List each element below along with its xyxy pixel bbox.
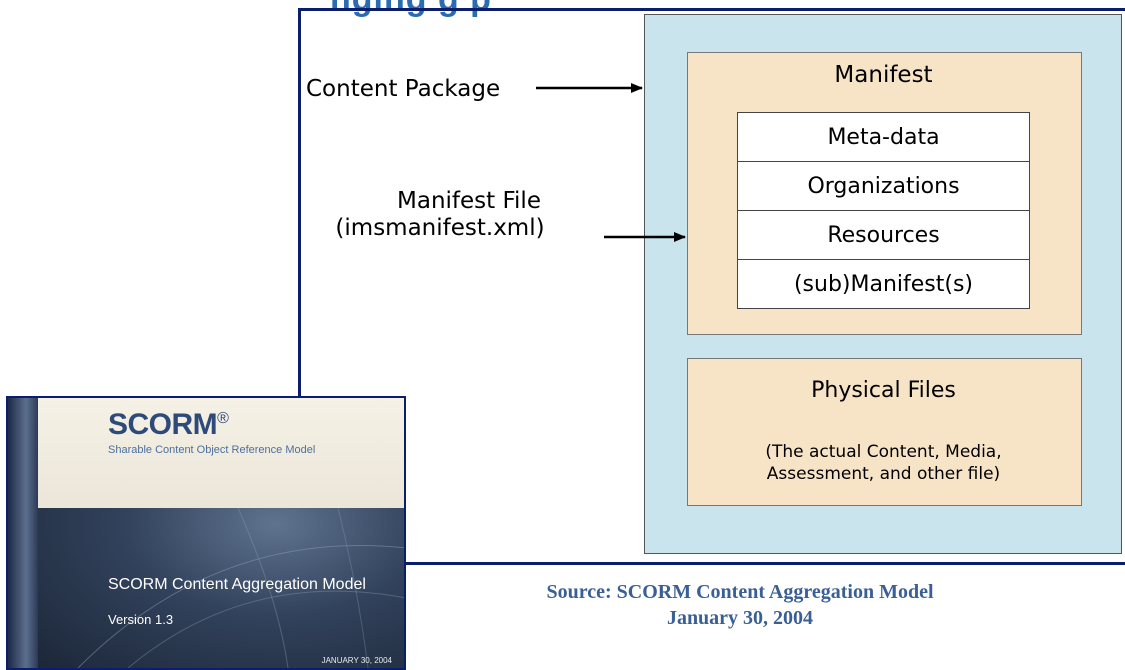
cover-brand-mark: ® <box>217 410 229 427</box>
content-package-label: Content Package <box>306 76 501 102</box>
manifest-table: Meta-data Organizations Resources (sub)M… <box>737 112 1030 309</box>
manifest-file-label: Manifest File (imsmanifest.xml) <box>330 188 630 242</box>
physical-files-desc-line2: Assessment, and other file) <box>766 464 1001 484</box>
cover-brand-text: SCORM <box>108 408 218 441</box>
physical-files-title: Physical Files <box>811 378 956 403</box>
cover-tagline: Sharable Content Object Reference Model <box>108 444 316 456</box>
source-caption-line1: Source: SCORM Content Aggregation Model <box>546 581 934 603</box>
manifest-row-resources: Resources <box>738 211 1029 260</box>
cover-globe-lines <box>77 508 404 668</box>
cover-title: SCORM Content Aggregation Model <box>108 576 366 593</box>
scorm-book-cover-image: SCORM® Sharable Content Object Reference… <box>6 396 406 670</box>
cover-spine <box>8 398 38 668</box>
cover-bottom-panel <box>38 508 404 668</box>
cover-date: JANUARY 30, 2004 <box>321 656 392 665</box>
cover-brand-logo: SCORM® <box>108 408 229 442</box>
physical-files-description: (The actual Content, Media, Assessment, … <box>687 441 1080 485</box>
manifest-title: Manifest <box>834 62 933 88</box>
physical-files-desc-line1: (The actual Content, Media, <box>765 442 1002 462</box>
frame-bottom-border <box>404 562 1125 565</box>
physical-files-box <box>687 358 1082 506</box>
manifest-file-label-line1: Manifest File <box>397 188 541 214</box>
manifest-row-organizations: Organizations <box>738 162 1029 211</box>
manifest-row-submanifests: (sub)Manifest(s) <box>793 272 974 297</box>
frame-top-border <box>298 8 1125 11</box>
manifest-row-metadata: Meta-data <box>738 113 1029 162</box>
cover-top-panel <box>38 398 404 508</box>
frame-left-border <box>298 8 301 398</box>
cover-version: Version 1.3 <box>108 612 174 627</box>
source-caption-line2: January 30, 2004 <box>666 607 814 629</box>
source-caption: Source: SCORM Content Aggregation Model … <box>460 579 1020 631</box>
manifest-file-label-line2: (imsmanifest.xml) <box>335 215 545 241</box>
